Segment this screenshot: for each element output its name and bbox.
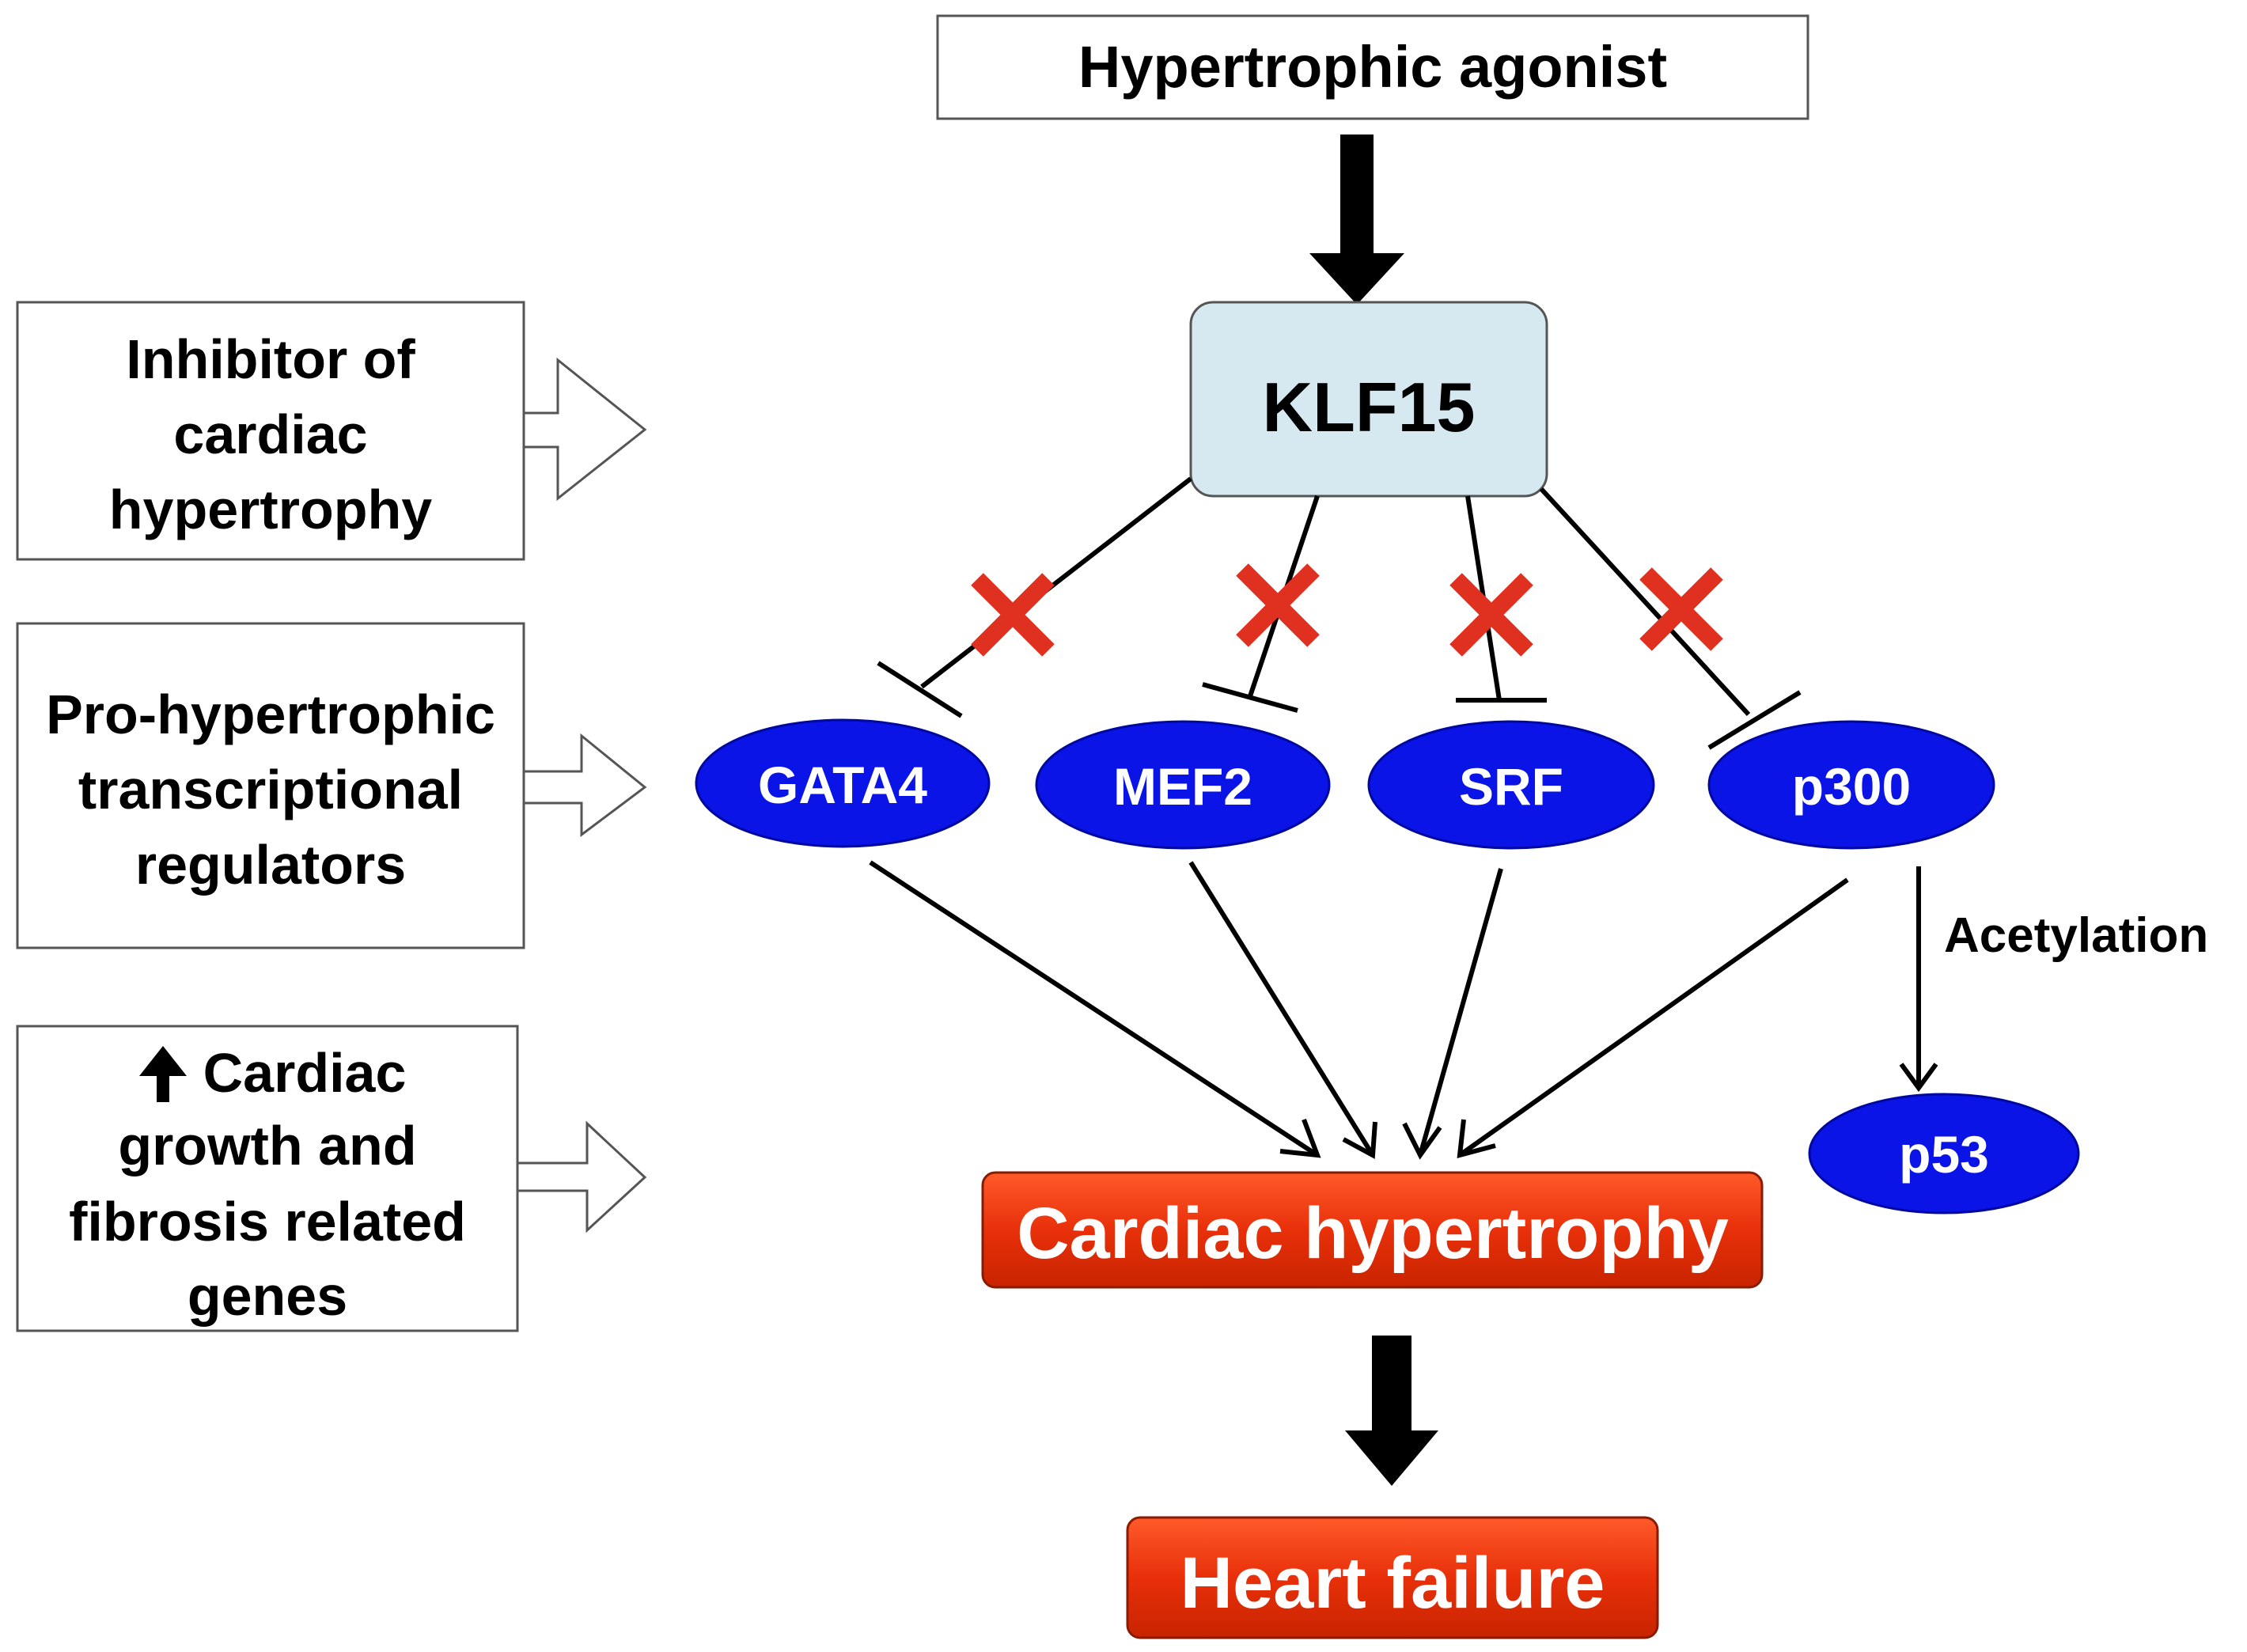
node-p300: p300 <box>1707 720 1995 850</box>
cardiac-hypertrophy-label: Cardiac hypertrophy <box>1017 1193 1729 1274</box>
legend-pro-hypertrophic: Pro-hypertrophic transcriptional regulat… <box>16 622 647 949</box>
legend-line: fibrosis related <box>69 1191 466 1252</box>
legend-line: growth and <box>118 1115 416 1176</box>
node-label: GATA4 <box>758 756 927 814</box>
agonist-to-klf15-arrow <box>1309 135 1404 305</box>
acetylation-arrow: Acetylation <box>1899 866 2208 1093</box>
node-p53: p53 <box>1808 1093 2080 1214</box>
legend-line: Cardiac <box>203 1042 407 1104</box>
up-arrow-icon <box>139 1046 187 1102</box>
regulator-nodes: GATA4 MEF2 SRF p300 <box>695 718 1995 850</box>
node-label: MEF2 <box>1113 757 1252 816</box>
node-label: p300 <box>1792 757 1911 816</box>
legend-line: transcriptional <box>78 759 463 820</box>
klf15-box: KLF15 <box>1189 301 1548 498</box>
legend-line: Inhibitor of <box>126 328 415 390</box>
agonist-box: Hypertrophic agonist <box>936 14 1809 120</box>
hollow-arrow-icon <box>522 733 647 837</box>
cardiac-hypertrophy-box: Cardiac hypertrophy <box>981 1171 1764 1289</box>
klf15-label: KLF15 <box>1263 368 1476 446</box>
block-x-icon <box>1236 563 1320 647</box>
node-gata4: GATA4 <box>695 718 991 848</box>
activation-arrows <box>869 860 1849 1160</box>
legend-line: Pro-hypertrophic <box>46 684 495 745</box>
legend-growth-genes: Cardiac growth and fibrosis related gene… <box>16 1025 647 1332</box>
block-x-icon <box>971 573 1055 657</box>
acetylation-label: Acetylation <box>1944 908 2208 963</box>
node-srf: SRF <box>1367 720 1655 850</box>
legend-inhibitor: Inhibitor of cardiac hypertrophy <box>16 301 647 561</box>
legend-line: cardiac <box>173 404 367 465</box>
node-label: p53 <box>1899 1125 1989 1184</box>
hypertrophy-to-failure-arrow <box>1345 1336 1438 1486</box>
block-x-icon <box>1639 567 1723 651</box>
node-mef2: MEF2 <box>1035 720 1331 850</box>
block-x-icons <box>971 563 1723 657</box>
hollow-arrow-icon <box>522 357 647 502</box>
legend-line: regulators <box>135 834 406 896</box>
heart-failure-label: Heart failure <box>1180 1543 1605 1624</box>
legend-line: genes <box>188 1265 347 1327</box>
block-x-icon <box>1449 573 1533 657</box>
agonist-label: Hypertrophic agonist <box>1078 34 1667 100</box>
hollow-arrow-icon <box>516 1120 647 1233</box>
node-label: SRF <box>1459 757 1563 816</box>
legend-line: hypertrophy <box>109 479 432 540</box>
heart-failure-box: Heart failure <box>1126 1516 1659 1639</box>
